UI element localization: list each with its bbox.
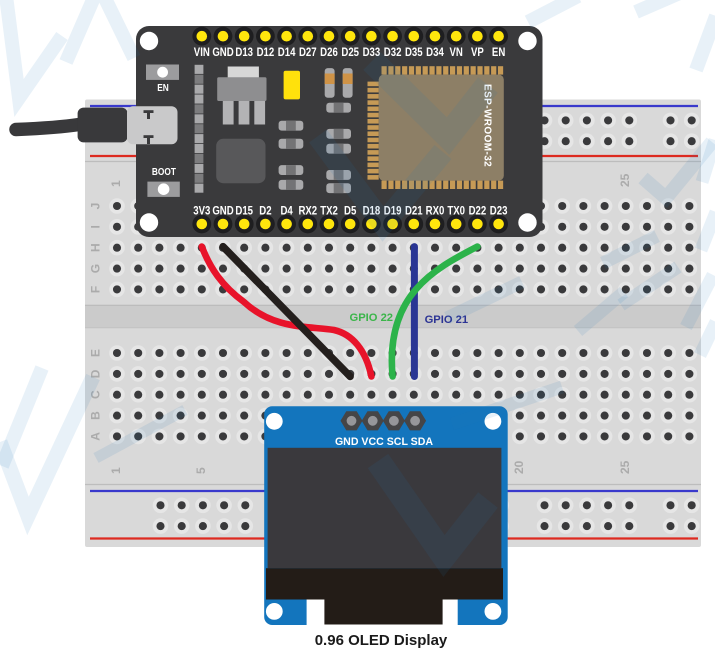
svg-text:GPIO 21: GPIO 21 bbox=[425, 314, 469, 326]
svg-text:D15: D15 bbox=[235, 205, 253, 218]
svg-text:TX0: TX0 bbox=[447, 205, 465, 218]
svg-text:D25: D25 bbox=[341, 46, 359, 59]
svg-text:5: 5 bbox=[194, 467, 208, 474]
svg-text:VP: VP bbox=[471, 46, 484, 59]
svg-text:D32: D32 bbox=[384, 46, 402, 59]
svg-text:B: B bbox=[89, 411, 103, 420]
svg-text:D4: D4 bbox=[280, 205, 292, 218]
svg-text:D26: D26 bbox=[320, 46, 338, 59]
svg-text:J: J bbox=[89, 203, 103, 210]
svg-text:D5: D5 bbox=[344, 205, 356, 218]
svg-text:D13: D13 bbox=[235, 46, 253, 59]
svg-text:BOOT: BOOT bbox=[152, 166, 176, 177]
svg-text:GND VCC SCL SDA: GND VCC SCL SDA bbox=[335, 436, 433, 448]
svg-text:EN: EN bbox=[492, 46, 505, 59]
svg-text:D27: D27 bbox=[299, 46, 317, 59]
svg-text:GND: GND bbox=[212, 205, 234, 218]
svg-text:I: I bbox=[89, 225, 103, 228]
svg-text:VN: VN bbox=[450, 46, 463, 59]
svg-text:20: 20 bbox=[512, 460, 526, 474]
svg-text:GPIO 22: GPIO 22 bbox=[350, 312, 394, 324]
svg-text:VIN: VIN bbox=[194, 46, 210, 59]
svg-text:0.96 OLED Display: 0.96 OLED Display bbox=[315, 632, 448, 649]
svg-text:D33: D33 bbox=[363, 46, 381, 59]
svg-text:EN: EN bbox=[157, 82, 169, 93]
svg-text:RX2: RX2 bbox=[298, 205, 317, 218]
svg-text:D22: D22 bbox=[469, 205, 487, 218]
svg-text:D12: D12 bbox=[257, 46, 275, 59]
svg-text:D21: D21 bbox=[405, 205, 423, 218]
svg-text:25: 25 bbox=[618, 460, 632, 474]
svg-text:TX2: TX2 bbox=[320, 205, 338, 218]
svg-text:D2: D2 bbox=[259, 205, 271, 218]
svg-text:E: E bbox=[89, 349, 103, 357]
svg-text:D18: D18 bbox=[363, 205, 381, 218]
svg-text:GND: GND bbox=[212, 46, 234, 59]
svg-text:1: 1 bbox=[109, 180, 123, 187]
svg-text:D14: D14 bbox=[278, 46, 296, 59]
svg-text:D35: D35 bbox=[405, 46, 423, 59]
svg-text:3V3: 3V3 bbox=[193, 205, 210, 218]
svg-text:ESP-WROOM-32: ESP-WROOM-32 bbox=[482, 84, 493, 167]
svg-text:F: F bbox=[89, 286, 103, 293]
svg-text:D23: D23 bbox=[490, 205, 508, 218]
svg-text:25: 25 bbox=[618, 173, 632, 187]
svg-text:C: C bbox=[89, 390, 103, 399]
svg-text:G: G bbox=[89, 264, 103, 273]
svg-text:1: 1 bbox=[109, 467, 123, 474]
svg-text:D19: D19 bbox=[384, 205, 402, 218]
svg-text:RX0: RX0 bbox=[426, 205, 445, 218]
svg-text:D: D bbox=[89, 369, 103, 378]
svg-text:D34: D34 bbox=[426, 46, 444, 59]
svg-text:A: A bbox=[89, 432, 103, 441]
svg-text:H: H bbox=[89, 243, 103, 252]
